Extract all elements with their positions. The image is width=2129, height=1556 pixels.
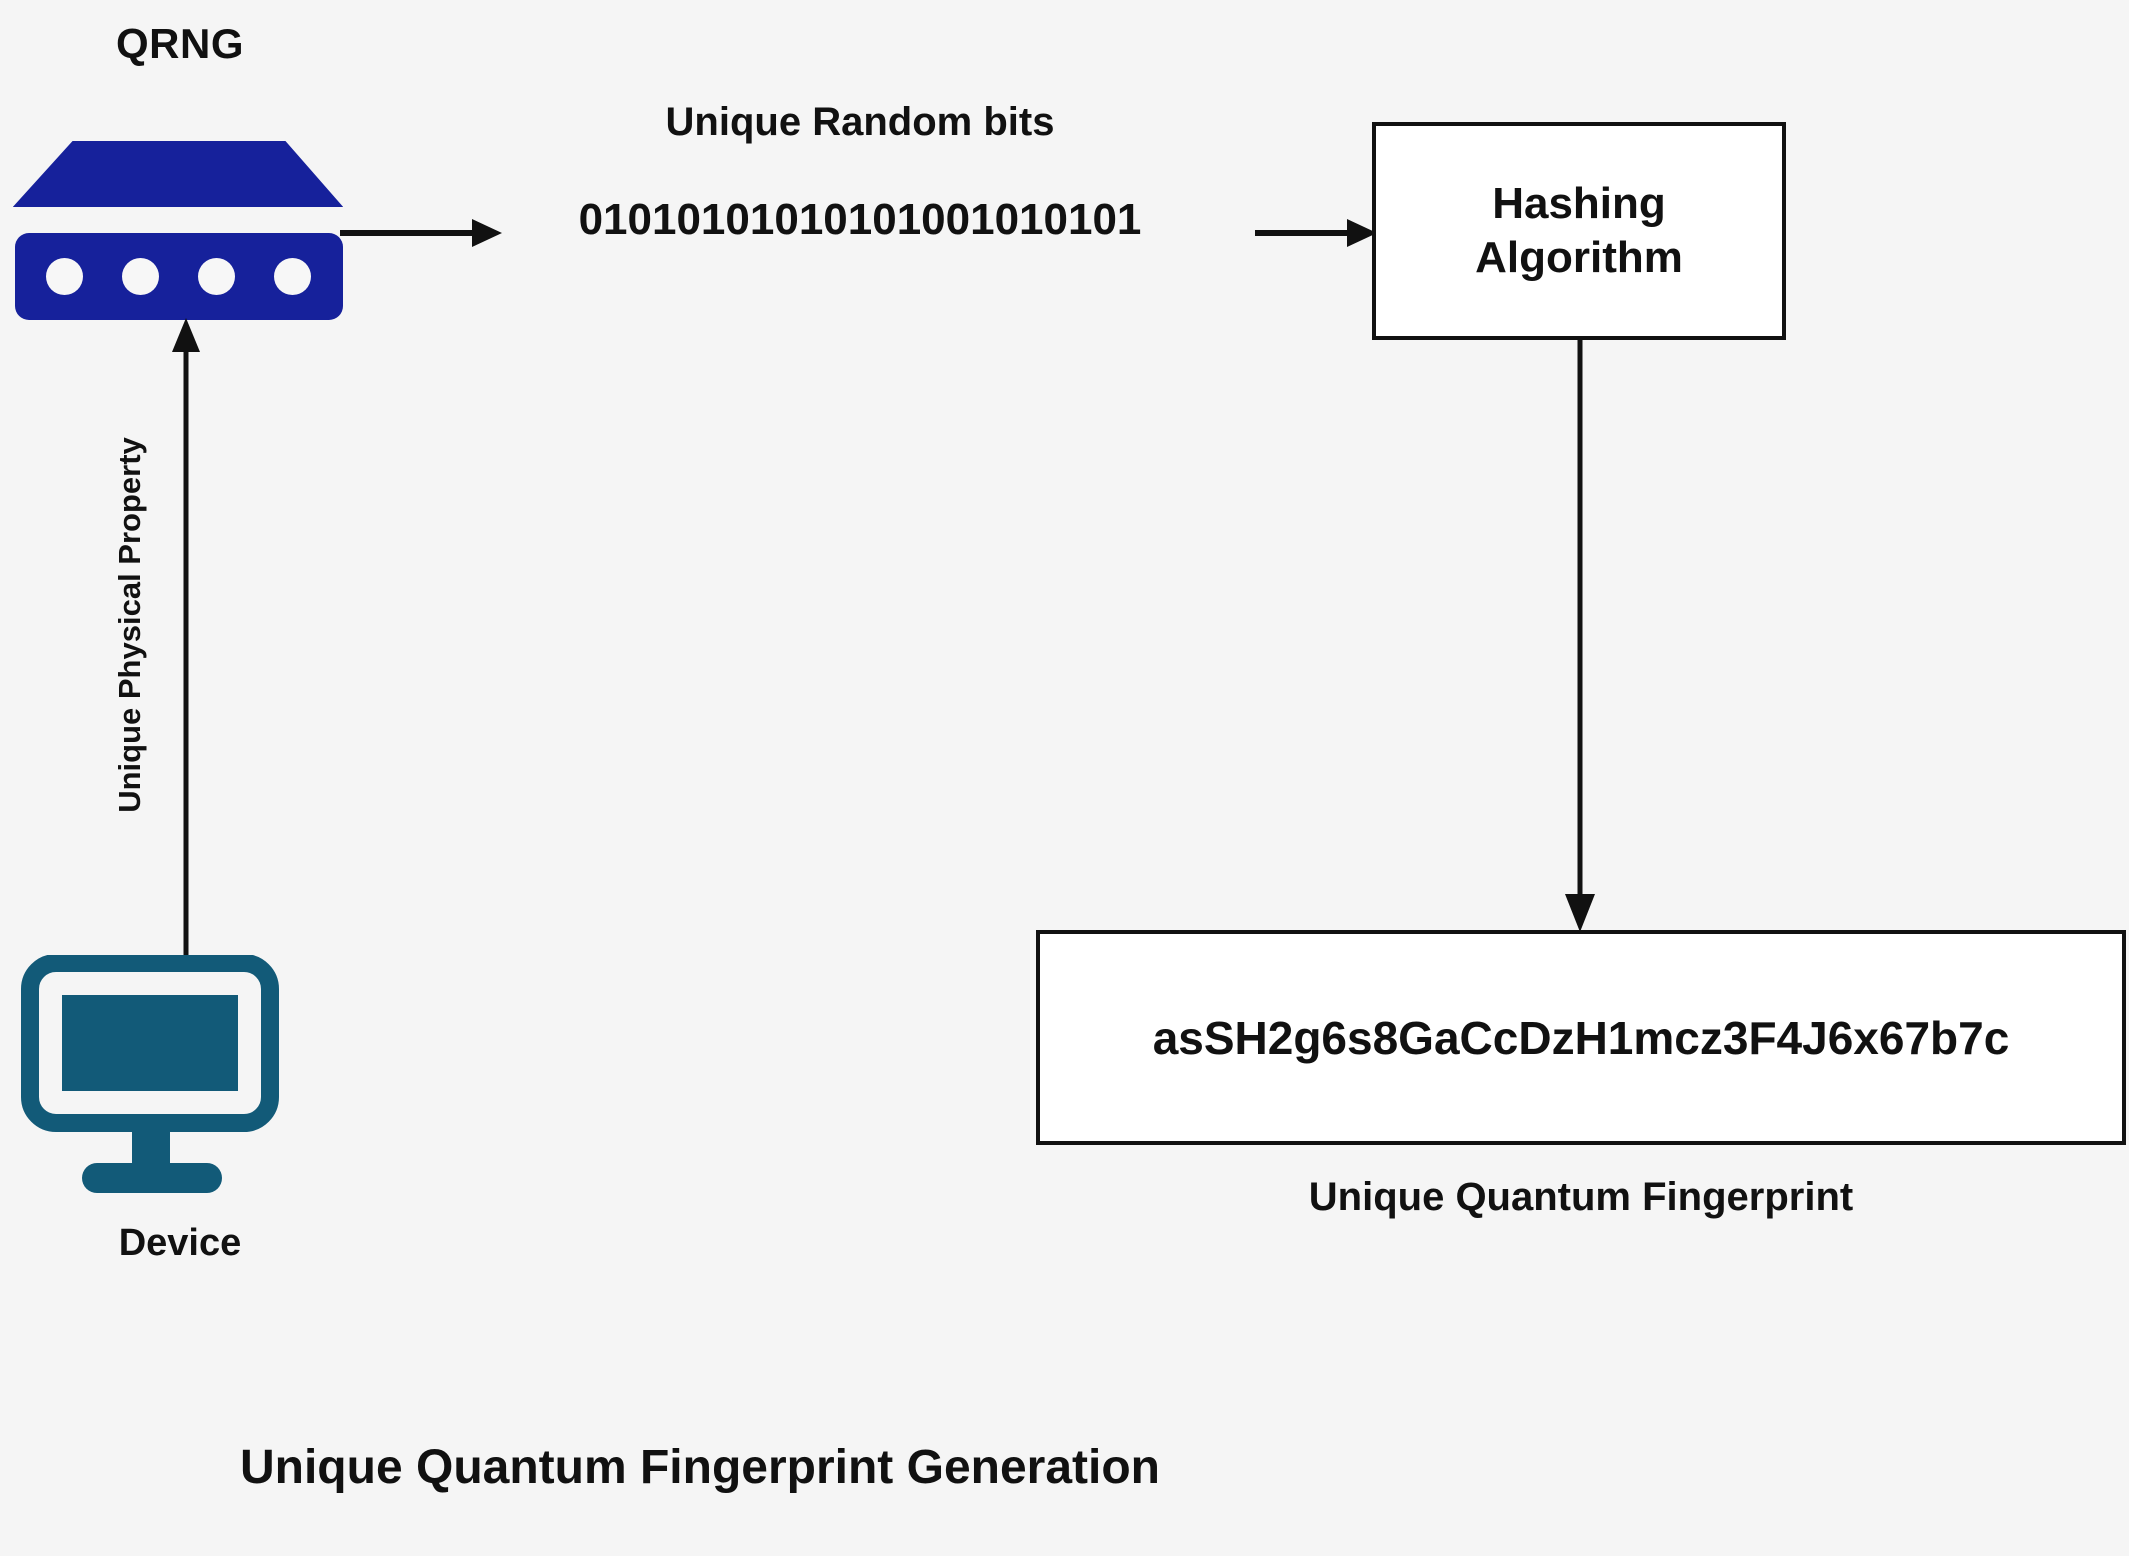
random-bits-value: 01010101010101001010101 (578, 195, 1142, 244)
arrow-qrng-to-bits (340, 215, 505, 251)
qrng-indicator-dot (122, 258, 159, 295)
monitor-icon (20, 955, 340, 1205)
arrow-hashing-to-fingerprint (1562, 340, 1598, 935)
hashing-label-line-1: Hashing (1492, 179, 1666, 229)
device-label: Device (118, 1222, 242, 1264)
qrng-top-trapezoid (13, 140, 343, 208)
hashing-label-line-2: Algorithm (1475, 233, 1683, 282)
figure-title: Unique Quantum Fingerprint Generation (239, 1441, 1160, 1494)
hashing-algorithm-box: Hashing Algorithm (1372, 122, 1786, 340)
arrow-device-to-qrng (168, 318, 204, 968)
arrow-bits-to-hashing (1255, 215, 1380, 251)
random-bits-title: Unique Random bits (665, 100, 1055, 144)
quantum-fingerprint-box: asSH2g6s8GaCcDzH1mcz3F4J6x67b7c (1036, 930, 2126, 1145)
hashing-algorithm-label: Hashing Algorithm (1475, 177, 1683, 284)
edge-label-unique-physical-property: Unique Physical Property (112, 437, 147, 813)
qrng-indicator-dot (46, 258, 83, 295)
qrng-body (15, 233, 343, 320)
qrng-indicator-dot (274, 258, 311, 295)
quantum-fingerprint-value: asSH2g6s8GaCcDzH1mcz3F4J6x67b7c (1152, 1011, 2010, 1064)
quantum-fingerprint-caption: Unique Quantum Fingerprint (1308, 1175, 1854, 1219)
qrng-indicator-dot (198, 258, 235, 295)
qrng-label: QRNG (116, 20, 244, 67)
